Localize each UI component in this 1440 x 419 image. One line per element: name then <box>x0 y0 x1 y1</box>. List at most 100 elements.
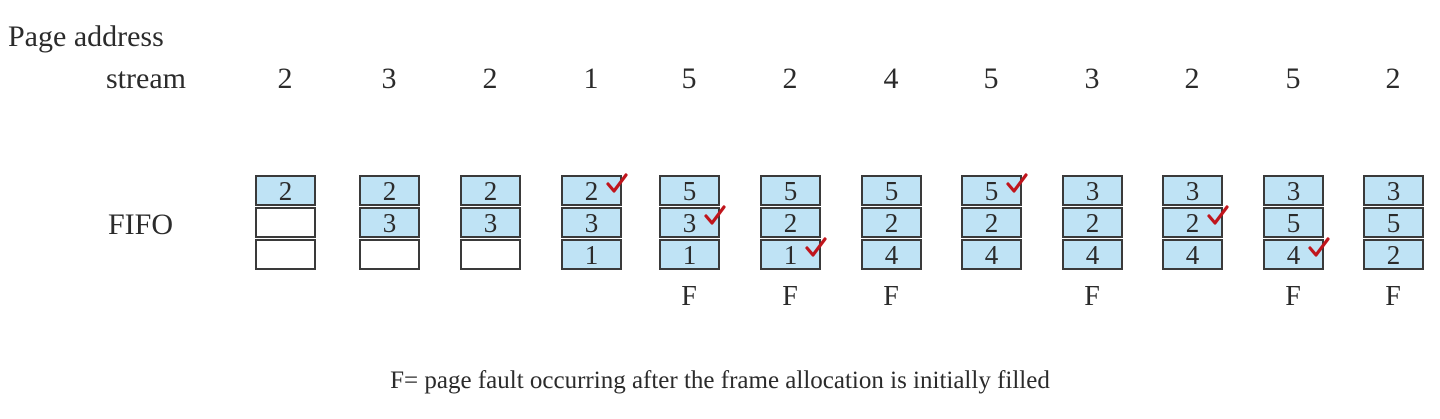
frame-cell-value: 5 <box>682 176 697 206</box>
frame-cell: 2 <box>460 175 521 206</box>
stream-value: 5 <box>983 62 999 95</box>
page-fault-marker: F <box>681 281 697 312</box>
frame-cell-value: 1 <box>682 240 697 270</box>
check-mark-icon <box>1308 237 1330 257</box>
frame-cell: 3 <box>1363 175 1424 206</box>
stream-value: 5 <box>681 62 697 95</box>
stream-label: stream <box>106 62 186 95</box>
frame-cell: 1 <box>760 237 827 270</box>
stream-value: 1 <box>583 62 599 95</box>
stream-value: 2 <box>1385 62 1401 95</box>
frame-cell: 5 <box>961 173 1028 206</box>
frame-cell <box>255 239 316 270</box>
frame-cell-value: 4 <box>1185 240 1200 270</box>
frame-cell-value: 2 <box>1185 208 1200 238</box>
page-fault-marker: F <box>1285 281 1301 312</box>
frame-cell: 2 <box>760 207 821 238</box>
frame-cell: 3 <box>561 207 622 238</box>
page-fault-marker: F <box>883 281 899 312</box>
frame-cell-value: 2 <box>984 208 999 238</box>
frame-cell-value: 2 <box>584 176 599 206</box>
frame-cell: 1 <box>561 239 622 270</box>
frame-cell: 4 <box>1263 237 1330 270</box>
stream-value: 2 <box>277 62 293 95</box>
frame-cell-value: 2 <box>278 176 293 206</box>
frame-cell: 2 <box>1162 205 1229 238</box>
frame-cell-value: 5 <box>984 176 999 206</box>
frame-cell: 3 <box>1263 175 1324 206</box>
frame-cell <box>460 239 521 270</box>
frame-cell-value: 4 <box>1085 240 1100 270</box>
frame-cell-value: 3 <box>483 208 498 238</box>
frame-cell-value: 4 <box>884 240 899 270</box>
frame-cell-value: 1 <box>783 240 798 270</box>
stream-value: 2 <box>1184 62 1200 95</box>
stream-value: 2 <box>782 62 798 95</box>
frame-cell: 5 <box>760 175 821 206</box>
frame-cell: 3 <box>1162 175 1223 206</box>
check-mark-icon <box>704 205 726 225</box>
frame-cell: 2 <box>561 173 628 206</box>
frame-cell-value: 3 <box>1286 176 1301 206</box>
footnote: F= page fault occurring after the frame … <box>390 367 1050 394</box>
frame-cell: 2 <box>961 207 1022 238</box>
stream-value: 5 <box>1285 62 1301 95</box>
frame-cell-value: 3 <box>382 208 397 238</box>
frame-allocation: 2 <box>255 175 316 270</box>
stream-value: 3 <box>1084 62 1100 95</box>
frame-cell: 2 <box>1062 207 1123 238</box>
frame-cell: 2 <box>255 175 316 206</box>
frame-cell-value: 2 <box>1085 208 1100 238</box>
frame-cell-value: 3 <box>1085 176 1100 206</box>
frame-cell: 1 <box>659 239 720 270</box>
frame-cell-value: 3 <box>1386 176 1401 206</box>
frame-cell-value: 5 <box>1286 208 1301 238</box>
check-mark-icon <box>805 237 827 257</box>
stream-value: 3 <box>381 62 397 95</box>
frame-cell-value: 3 <box>682 208 697 238</box>
page-fault-marker: F <box>1084 281 1100 312</box>
frame-cell-value: 1 <box>584 240 599 270</box>
frame-cell: 2 <box>359 175 420 206</box>
stream-value: 2 <box>482 62 498 95</box>
frame-cell: 2 <box>861 207 922 238</box>
page-fault-marker: F <box>782 281 798 312</box>
frame-cell: 3 <box>1062 175 1123 206</box>
frame-cell: 4 <box>1162 239 1223 270</box>
frame-cell: 5 <box>659 175 720 206</box>
frame-cell-value: 5 <box>884 176 899 206</box>
frame-cell: 3 <box>359 207 420 238</box>
frame-cell-value: 2 <box>783 208 798 238</box>
frame-cell-value: 3 <box>1185 176 1200 206</box>
check-mark-icon <box>1006 173 1028 193</box>
check-mark-icon <box>606 173 628 193</box>
frame-cell-value: 3 <box>584 208 599 238</box>
fifo-label: FIFO <box>108 208 174 241</box>
frame-cell: 3 <box>460 207 521 238</box>
frame-cell-value: 4 <box>1286 240 1301 270</box>
frame-cell <box>255 207 316 238</box>
page-address-label: Page address <box>8 20 164 53</box>
page-fault-marker: F <box>1385 281 1401 312</box>
frame-cell: 5 <box>1263 207 1324 238</box>
frame-cell-value: 2 <box>483 176 498 206</box>
frame-cell-value: 2 <box>884 208 899 238</box>
stream-value: 4 <box>883 62 899 95</box>
frame-cell: 4 <box>1062 239 1123 270</box>
frame-cell: 5 <box>861 175 922 206</box>
check-mark-icon <box>1207 205 1229 225</box>
frame-cell-value: 2 <box>382 176 397 206</box>
frame-cell-value: 4 <box>984 240 999 270</box>
frame-cell <box>359 239 420 270</box>
frame-cell: 3 <box>659 205 726 238</box>
